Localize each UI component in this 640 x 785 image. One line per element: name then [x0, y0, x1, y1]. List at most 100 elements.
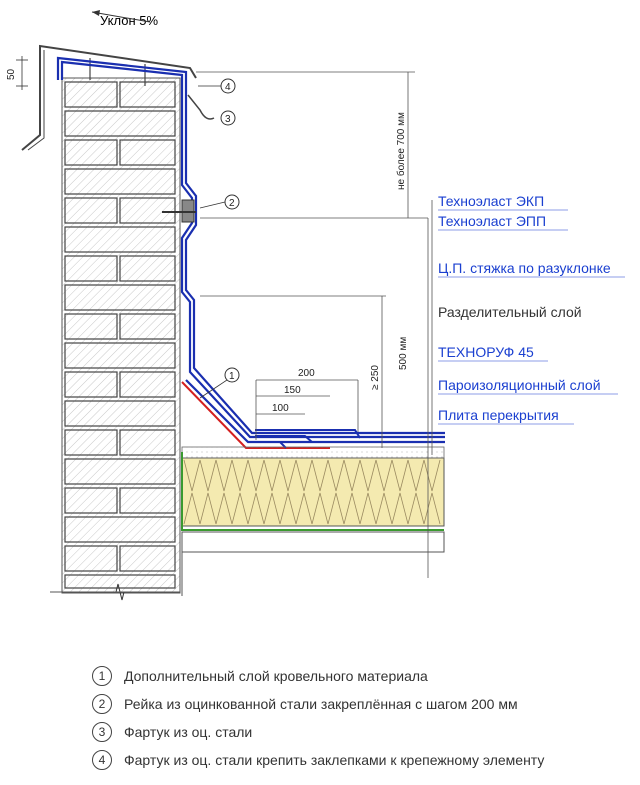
brick [64, 545, 118, 572]
screed-layer [181, 446, 445, 459]
insulation-fiber [183, 492, 201, 525]
slope-label: Уклон 5% [100, 13, 158, 28]
brick [119, 429, 176, 456]
layer-label-4: ТЕХНОРУФ 45 [438, 344, 534, 360]
brick [119, 313, 176, 340]
legend-text: Рейка из оцинкованной стали закреплённая… [124, 696, 518, 712]
legend-number: 3 [92, 722, 112, 742]
callout-1: 1 [199, 367, 240, 399]
legend-item: 3 Фартук из оц. стали [92, 718, 632, 746]
dim-50: 50 [6, 68, 17, 80]
brick [64, 574, 176, 589]
brick [64, 197, 118, 224]
dim-max700: не более 700 мм [395, 112, 407, 190]
legend-item: 2 Рейка из оцинкованной стали закреплённ… [92, 690, 632, 718]
floor-slab [181, 531, 445, 553]
brick [64, 313, 118, 340]
brick [64, 226, 176, 253]
lower-flashing [187, 94, 215, 120]
brick [119, 371, 176, 398]
legend-item: 1 Дополнительный слой кровельного матери… [92, 662, 632, 690]
insulation-fiber [295, 492, 313, 525]
brick [64, 400, 176, 427]
dim-150: 150 [284, 385, 301, 396]
legend: 1 Дополнительный слой кровельного матери… [92, 662, 632, 774]
insulation-fiber [359, 459, 377, 492]
brick [119, 545, 176, 572]
dim-250: ≥ 250 [370, 365, 381, 390]
insulation-fiber [375, 492, 393, 525]
insulation-pattern [183, 459, 441, 525]
brick [64, 487, 118, 514]
callout-2: 2 [199, 194, 240, 210]
dim-500: 500 мм [398, 337, 409, 370]
svg-text:1: 1 [229, 371, 235, 382]
vapor-barrier [181, 452, 444, 531]
roof-parapet-drawing: Уклон 5% 50 не более 700 мм 500 мм ≥ 250… [6, 10, 625, 601]
insulation-fiber [215, 459, 233, 492]
membrane-layers [56, 56, 445, 444]
callout-3: 3 [220, 110, 236, 126]
layer-label-0: Техноэласт ЭКП [438, 193, 544, 209]
insulation-fiber [247, 492, 265, 525]
brick [64, 516, 176, 543]
brick [64, 81, 118, 108]
legend-number: 2 [92, 694, 112, 714]
brick-wall [61, 77, 181, 594]
insulation-fiber [407, 459, 425, 492]
insulation-fiber [327, 459, 345, 492]
insulation-fiber [311, 459, 329, 492]
insulation-fiber [391, 459, 409, 492]
layer-label-6: Плита перекрытия [438, 407, 559, 423]
membrane-step-ends [255, 429, 361, 449]
insulation-fiber [391, 492, 409, 525]
svg-text:4: 4 [225, 82, 231, 93]
dim-200: 200 [298, 368, 315, 379]
insulation-fiber [263, 492, 281, 525]
insulation-layer [181, 457, 445, 527]
brick [64, 458, 176, 485]
brick [64, 429, 118, 456]
insulation-fiber [359, 492, 377, 525]
layer-label-3: Разделительный слой [438, 304, 582, 320]
insulation-fiber [343, 492, 361, 525]
insulation-fiber [423, 459, 441, 492]
brick [119, 487, 176, 514]
brick [64, 110, 176, 137]
brick [119, 139, 176, 166]
insulation-fiber [375, 459, 393, 492]
svg-text:2: 2 [229, 198, 235, 209]
brick [119, 197, 176, 224]
brick [64, 139, 118, 166]
insulation-fiber [407, 492, 425, 525]
insulation-fiber [247, 459, 265, 492]
legend-text: Дополнительный слой кровельного материал… [124, 668, 428, 684]
brick [64, 284, 176, 311]
brick [64, 371, 118, 398]
insulation-fiber [279, 492, 297, 525]
brick [64, 255, 118, 282]
legend-number: 1 [92, 666, 112, 686]
insulation-fiber [279, 459, 297, 492]
insulation-fiber [263, 459, 281, 492]
insulation-fiber [199, 459, 217, 492]
layer-label-1: Техноэласт ЭПП [438, 213, 546, 229]
legend-text: Фартук из оц. стали [124, 724, 253, 740]
callout-4: 4 [198, 78, 236, 94]
layer-labels: Техноэласт ЭКП Техноэласт ЭПП Ц.П. стяжк… [431, 193, 625, 455]
insulation-fiber [423, 492, 441, 525]
legend-text: Фартук из оц. стали крепить заклепками к… [124, 752, 545, 768]
insulation-fiber [199, 492, 217, 525]
dimension-lines [196, 71, 429, 578]
layer-label-2: Ц.П. стяжка по разуклонке [438, 260, 611, 276]
legend-item: 4 Фартук из оц. стали крепить заклепками… [92, 746, 632, 774]
insulation-fiber [183, 459, 201, 492]
insulation-fiber [295, 459, 313, 492]
dimension-50 [16, 56, 28, 90]
dim-100: 100 [272, 403, 289, 414]
brick [64, 342, 176, 369]
insulation-fiber [327, 492, 345, 525]
insulation-fiber [311, 492, 329, 525]
brick [119, 81, 176, 108]
insulation-fiber [231, 459, 249, 492]
